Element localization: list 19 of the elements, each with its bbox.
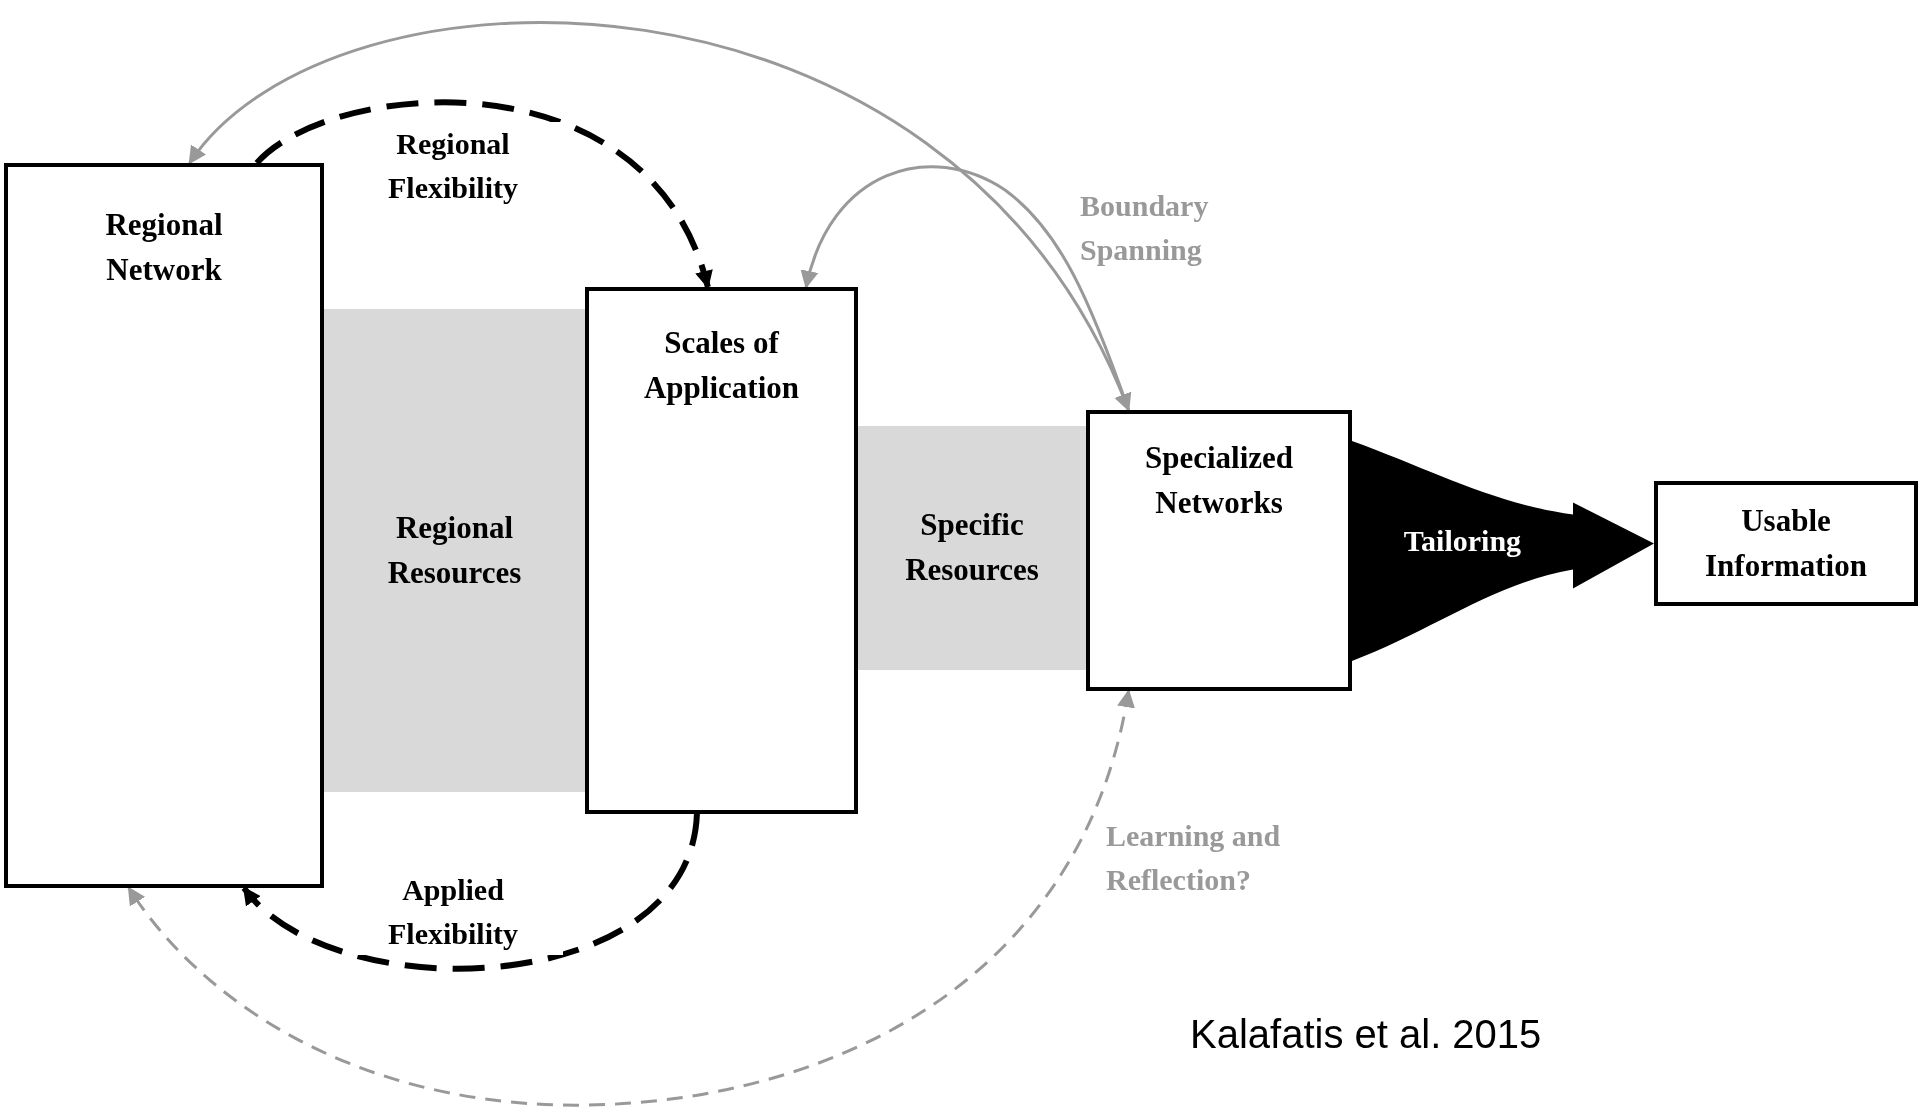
dashed-arrow bbox=[254, 99, 711, 289]
node-label: Scales of Application bbox=[643, 324, 800, 407]
resource-band bbox=[858, 426, 1086, 670]
node-label: Specific Resources bbox=[904, 506, 1040, 589]
citation-note: Kalafatis et al. 2015 bbox=[1190, 1012, 1542, 1057]
process-box bbox=[4, 163, 324, 888]
node-label: Regional Network bbox=[104, 206, 224, 289]
dashed-arrow bbox=[127, 689, 1134, 1107]
dashed-arrow bbox=[241, 813, 700, 972]
resource-band bbox=[324, 309, 585, 792]
edge-label: Tailoring bbox=[1402, 522, 1523, 559]
process-box bbox=[1654, 481, 1918, 606]
arrow bbox=[801, 165, 1130, 411]
process-box bbox=[1086, 410, 1352, 691]
tailoring-funnel-arrow bbox=[1352, 441, 1654, 661]
node-label: Specialized Networks bbox=[1143, 439, 1295, 522]
process-box bbox=[585, 287, 858, 814]
node-label: Usable Information bbox=[1704, 502, 1868, 585]
node-label: Regional Resources bbox=[386, 508, 523, 592]
